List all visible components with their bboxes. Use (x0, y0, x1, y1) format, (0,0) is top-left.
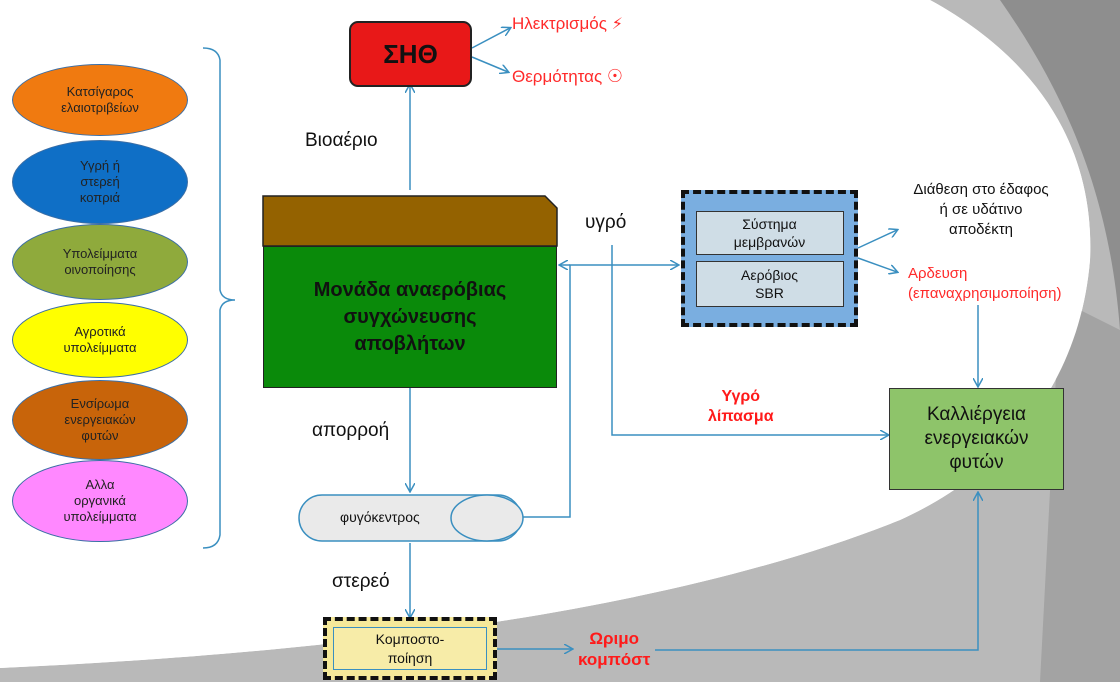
biogas-label: Βιοαέριο (305, 130, 378, 151)
irrigation-text: Αρδευση (επαναχρησιμοποίηση) (908, 265, 1062, 302)
mature-compost-label: Ωριμο κομπόστ (578, 629, 651, 669)
input-label: Κατσίγαρος ελαιοτριβείων (61, 84, 139, 115)
centrifuge-label: φυγόκεντρος (340, 509, 420, 525)
liquid-label: υγρό (585, 212, 627, 233)
chp-box: ΣΗΘ (349, 21, 472, 87)
input-olive-mill-wastewater: Κατσίγαρος ελαιοτριβείων (12, 64, 188, 136)
energy-crops-label: Καλλιέργεια ενεργειακών φυτών (924, 404, 1029, 473)
electricity-output: Ηλεκτρισμός ⚡ (512, 14, 623, 34)
composting-inner: Κομποστο- ποίηση (333, 627, 487, 670)
input-label: Ενσίρωμα ενεργειακών φυτών (64, 396, 136, 443)
energy-crops-box: Καλλιέργεια ενεργειακών φυτών (889, 388, 1064, 490)
input-label: Αγροτικά υπολείμματα (63, 324, 137, 355)
input-label: Υπολείμματα οινοποίησης (62, 246, 138, 277)
aerobic-sbr-box: Αερόβιος SBR (695, 260, 844, 307)
aerobic-sbr-label: Αερόβιος SBR (740, 266, 799, 301)
input-energy-crop-silage: Ενσίρωμα ενεργειακών φυτών (12, 380, 188, 460)
liquid-fertilizer-label: Υγρό λίπασμα (708, 388, 774, 425)
digester-box: Μονάδα αναερόβιας συγχώνευσης αποβλήτων (263, 246, 557, 388)
input-other-organic-residues: Αλλα οργανικά υπολείμματα (12, 460, 188, 542)
disposal-text: Διάθεση στο έδαφος ή σε υδάτινο αποδέκτη (913, 181, 1049, 238)
lightning-icon: ⚡ (611, 16, 623, 33)
membrane-system-box: Σύστημα μεμβρανών (695, 210, 844, 255)
input-label: Υγρή ή στερεή κοπριά (79, 158, 121, 205)
input-manure: Υγρή ή στερεή κοπριά (12, 140, 188, 224)
membrane-system-label: Σύστημα μεμβρανών (733, 215, 806, 250)
composting-frame: Κομποστο- ποίηση (323, 617, 497, 680)
digester-label: Μονάδα αναερόβιας συγχώνευσης αποβλήτων (313, 278, 507, 355)
runoff-label: απορροή (312, 420, 390, 441)
heat-output: Θερμότητας ☉ (512, 66, 623, 87)
electricity-label: Ηλεκτρισμός (512, 14, 607, 33)
composting-label: Κομποστο- ποίηση (375, 630, 445, 666)
treatment-frame: Σύστημα μεμβρανών Αερόβιος SBR (681, 190, 858, 327)
input-winery-residues: Υπολείμματα οινοποίησης (12, 224, 188, 300)
input-label: Αλλα οργανικά υπολείμματα (63, 477, 137, 524)
solid-label: στερεό (332, 571, 390, 592)
input-agricultural-residues: Αγροτικά υπολείμματα (12, 302, 188, 378)
heat-label: Θερμότητας (512, 67, 603, 86)
chp-label: ΣΗΘ (383, 38, 438, 69)
sun-icon: ☉ (606, 66, 624, 86)
